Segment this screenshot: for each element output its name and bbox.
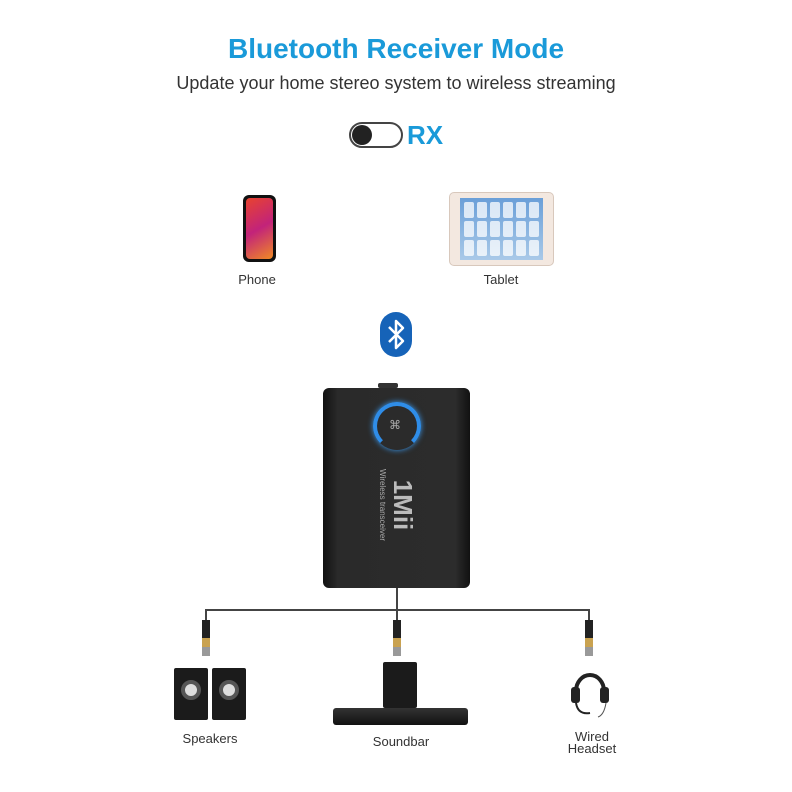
toggle-knob	[352, 125, 372, 145]
subwoofer-icon	[383, 662, 417, 708]
speakers-icon	[174, 668, 246, 720]
speakers-label: Speakers	[182, 731, 238, 746]
audio-jack-icon	[585, 620, 593, 656]
cable	[396, 609, 398, 623]
page-title: Bluetooth Receiver Mode	[227, 33, 565, 64]
brand-logo: 1Mii	[388, 479, 418, 531]
device-subtitle: Wireless transceiver	[378, 468, 387, 541]
soundbar-label: Soundbar	[372, 734, 430, 749]
bluetooth-mark-icon: ⌘	[389, 418, 401, 432]
power-ring-icon	[373, 402, 421, 450]
headset-label-line2: Headset	[567, 741, 617, 756]
headset-icon	[568, 665, 612, 720]
device-button	[378, 383, 398, 388]
smartphone-icon	[243, 195, 276, 262]
audio-jack-icon	[202, 620, 210, 656]
cable	[396, 588, 398, 610]
headset-label-line1: Wired	[575, 729, 609, 744]
audio-jack-icon	[393, 620, 401, 656]
tablet-label: Tablet	[483, 272, 519, 287]
tablet-icon	[449, 192, 554, 266]
mode-toggle[interactable]	[349, 122, 403, 148]
mode-label: RX	[407, 120, 444, 150]
cable	[205, 609, 207, 623]
cable	[588, 609, 590, 623]
page-subtitle: Update your home stereo system to wirele…	[176, 73, 616, 93]
soundbar-icon	[333, 708, 468, 725]
phone-label: Phone	[238, 272, 276, 287]
bluetooth-icon	[380, 312, 412, 357]
